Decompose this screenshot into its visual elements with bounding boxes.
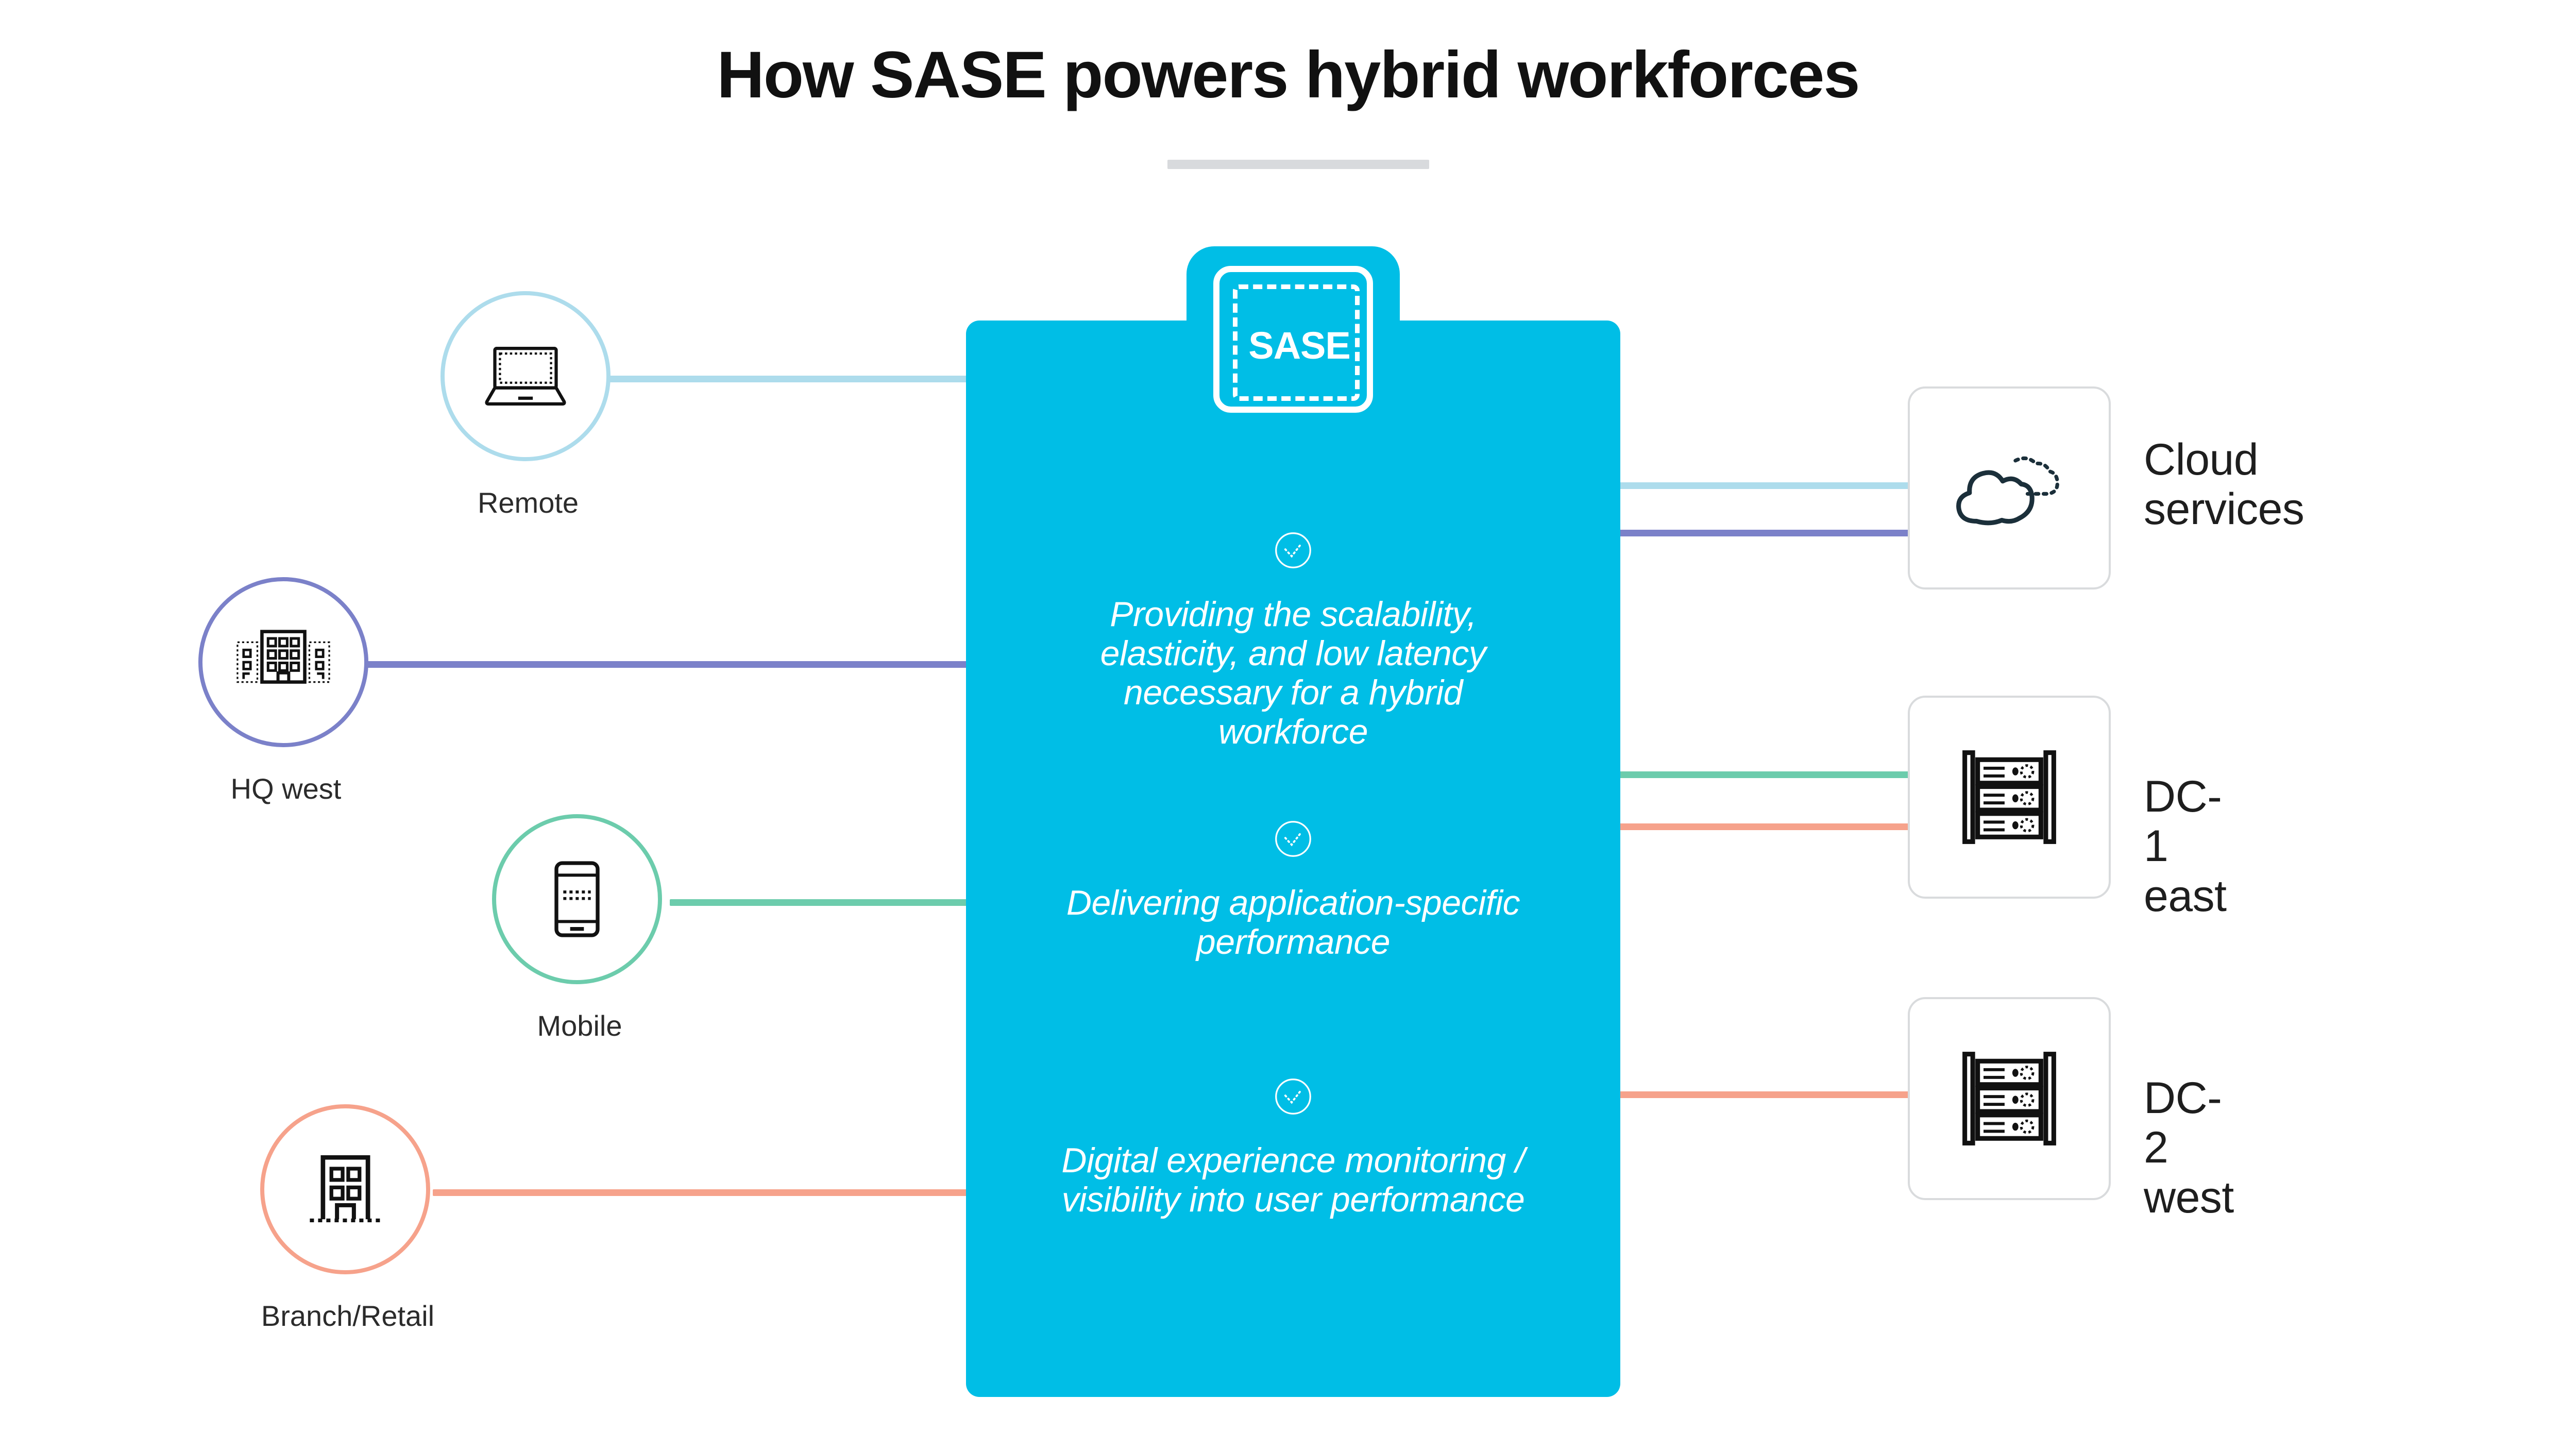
- sase-benefit-text-3: Digital experience monitoring / visibili…: [1061, 1141, 1525, 1220]
- connector-sase-to-dc1-1: [1614, 771, 1918, 778]
- connector-mobile-to-sase: [670, 899, 973, 906]
- node-hq-west[interactable]: HQ west: [198, 577, 374, 805]
- node-cloud-services-label: Cloud services: [2144, 435, 2304, 534]
- node-mobile-label: Mobile: [537, 1009, 622, 1042]
- sase-benefit-block-1: Providing the scalability, elasticity, a…: [966, 531, 1620, 752]
- node-remote-label: Remote: [477, 486, 579, 519]
- storefront-icon: [309, 1155, 381, 1222]
- title-divider: [1167, 160, 1429, 169]
- cloud-icon: [1956, 456, 2059, 526]
- sase-benefit-text-2: Delivering application-specific performa…: [1066, 883, 1520, 962]
- check-circle-icon: [1275, 821, 1311, 857]
- smartphone-icon: [554, 861, 600, 937]
- node-branch-retail-label: Branch/Retail: [261, 1300, 435, 1332]
- sase-shield-icon: SASE: [1213, 266, 1373, 413]
- sase-benefit-block-2: Delivering application-specific performa…: [966, 819, 1620, 962]
- connector-hqwest-to-sase: [367, 661, 972, 668]
- connector-sase-to-cloud-2: [1614, 530, 1918, 536]
- server-rack-icon: [1962, 1052, 2056, 1145]
- connector-remote-to-sase: [590, 376, 971, 382]
- node-dc2-west-label: DC-2 west: [2144, 1073, 2234, 1222]
- node-dc1-east-card: [1908, 696, 2111, 899]
- node-remote-circle: [440, 291, 611, 461]
- connector-sase-to-dc2: [1614, 1091, 1918, 1098]
- node-dc2-west-card: [1908, 997, 2111, 1200]
- node-branch-retail[interactable]: Branch/Retail: [260, 1104, 435, 1332]
- sase-benefit-text-1: Providing the scalability, elasticity, a…: [1100, 595, 1486, 752]
- sase-badge: SASE: [1187, 246, 1400, 432]
- sase-panel: [966, 321, 1620, 1397]
- node-remote[interactable]: Remote: [440, 291, 616, 519]
- connector-branchretail-to-sase: [433, 1189, 973, 1196]
- sase-benefit-block-3: Digital experience monitoring / visibili…: [966, 1077, 1620, 1219]
- connector-sase-to-cloud-1: [1614, 482, 1918, 489]
- laptop-icon: [485, 347, 566, 406]
- node-mobile-circle: [492, 814, 662, 984]
- sase-dashed-frame: [1233, 284, 1360, 401]
- node-mobile[interactable]: Mobile: [492, 814, 667, 1042]
- node-dc1-east-label: DC-1 east: [2144, 772, 2227, 921]
- check-circle-icon: [1275, 532, 1311, 568]
- sase-badge-label: SASE: [1248, 324, 1351, 367]
- node-branch-retail-circle: [260, 1104, 430, 1274]
- node-hq-west-circle: [198, 577, 368, 747]
- office-building-icon: [236, 630, 330, 684]
- page-title: How SASE powers hybrid workforces: [717, 38, 1860, 112]
- node-cloud-services-card: [1908, 386, 2111, 589]
- connector-sase-to-dc1-2: [1614, 823, 1918, 830]
- node-hq-west-label: HQ west: [230, 772, 342, 805]
- check-circle-icon: [1275, 1079, 1311, 1115]
- server-rack-icon: [1962, 750, 2056, 844]
